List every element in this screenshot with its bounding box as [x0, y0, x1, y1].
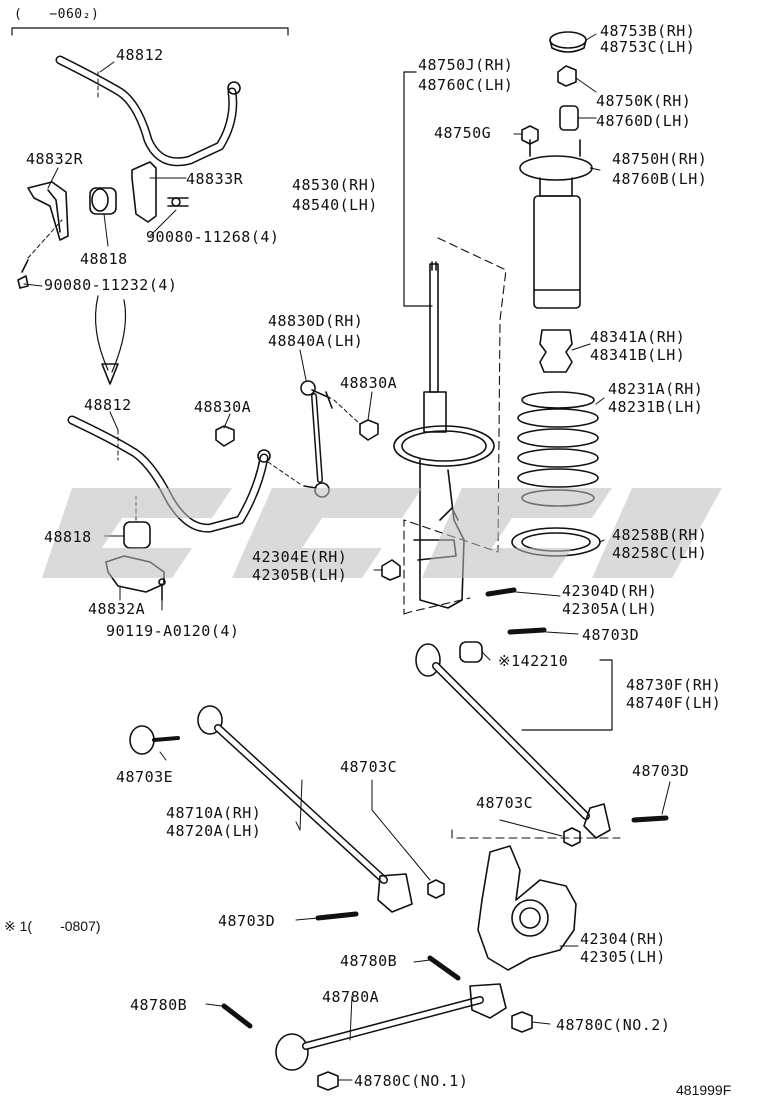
part-48703E[interactable]: 48703E — [116, 768, 174, 786]
part-90080-11232[interactable]: 90080-11232(4) — [44, 276, 178, 294]
part-48530[interactable]: 48530(RH) — [292, 176, 378, 194]
part-42304D[interactable]: 42304D(RH) — [562, 582, 658, 600]
part-48341B[interactable]: 48341B(LH) — [590, 346, 686, 364]
part-48780B-upper[interactable]: 48780B — [340, 952, 398, 970]
part-48812-lower[interactable]: 48812 — [84, 396, 132, 414]
part-48231B[interactable]: 48231B(LH) — [608, 398, 704, 416]
part-48812-upper[interactable]: 48812 — [116, 46, 164, 64]
watermark-logo — [42, 488, 722, 578]
part-48740F[interactable]: 48740F(LH) — [626, 694, 722, 712]
footnote-range: ※ 1( -0807) — [4, 918, 101, 934]
part-48730F[interactable]: 48730F(RH) — [626, 676, 722, 694]
part-48818-upper[interactable]: 48818 — [80, 250, 128, 268]
diagram-id: 481999F — [676, 1082, 732, 1098]
part-48780B-lower[interactable]: 48780B — [130, 996, 188, 1014]
part-48750J[interactable]: 48750J(RH) — [418, 56, 514, 74]
part-42305A[interactable]: 42305A(LH) — [562, 600, 658, 618]
part-48753C[interactable]: 48753C(LH) — [600, 38, 696, 56]
part-48750K[interactable]: 48750K(RH) — [596, 92, 692, 110]
part-48231A[interactable]: 48231A(RH) — [608, 380, 704, 398]
part-48832A[interactable]: 48832A — [88, 600, 146, 618]
part-90080-11268[interactable]: 90080-11268(4) — [146, 228, 280, 246]
part-48780C-no2[interactable]: 48780C(NO.2) — [556, 1016, 671, 1034]
part-48703D-bottom[interactable]: 48703D — [218, 912, 276, 930]
part-48540[interactable]: 48540(LH) — [292, 196, 378, 214]
part-48833R[interactable]: 48833R — [186, 170, 244, 188]
part-48750G[interactable]: 48750G — [434, 124, 492, 142]
part-48703C-right[interactable]: 48703C — [476, 794, 534, 812]
part-48341A[interactable]: 48341A(RH) — [590, 328, 686, 346]
part-48703C-center[interactable]: 48703C — [340, 758, 398, 776]
part-142210[interactable]: ※142210 — [498, 652, 569, 670]
part-42305[interactable]: 42305(LH) — [580, 948, 666, 966]
part-42304E[interactable]: 42304E(RH) — [252, 548, 348, 566]
part-48830A-left[interactable]: 48830A — [194, 398, 252, 416]
part-48760C[interactable]: 48760C(LH) — [418, 76, 514, 94]
part-48780A[interactable]: 48780A — [322, 988, 380, 1006]
part-48830D[interactable]: 48830D(RH) — [268, 312, 364, 330]
part-48720A[interactable]: 48720A(LH) — [166, 822, 262, 840]
part-48840A[interactable]: 48840A(LH) — [268, 332, 364, 350]
part-48750H[interactable]: 48750H(RH) — [612, 150, 708, 168]
part-48818-lower[interactable]: 48818 — [44, 528, 92, 546]
part-48703D-right[interactable]: 48703D — [632, 762, 690, 780]
part-42304[interactable]: 42304(RH) — [580, 930, 666, 948]
header-date-note: ( −060₂) — [14, 7, 100, 22]
part-48760B[interactable]: 48760B(LH) — [612, 170, 708, 188]
part-48832R[interactable]: 48832R — [26, 150, 84, 168]
part-48710A[interactable]: 48710A(RH) — [166, 804, 262, 822]
part-48258B[interactable]: 48258B(RH) — [612, 526, 708, 544]
part-48258C[interactable]: 48258C(LH) — [612, 544, 708, 562]
part-48760D[interactable]: 48760D(LH) — [596, 112, 692, 130]
part-48753B[interactable]: 48753B(RH) — [600, 22, 696, 40]
part-48830A-right[interactable]: 48830A — [340, 374, 398, 392]
part-90119-A0120[interactable]: 90119-A0120(4) — [106, 622, 240, 640]
part-48780C-no1[interactable]: 48780C(NO.1) — [354, 1072, 469, 1090]
part-42305B[interactable]: 42305B(LH) — [252, 566, 348, 584]
part-48703D-top[interactable]: 48703D — [582, 626, 640, 644]
